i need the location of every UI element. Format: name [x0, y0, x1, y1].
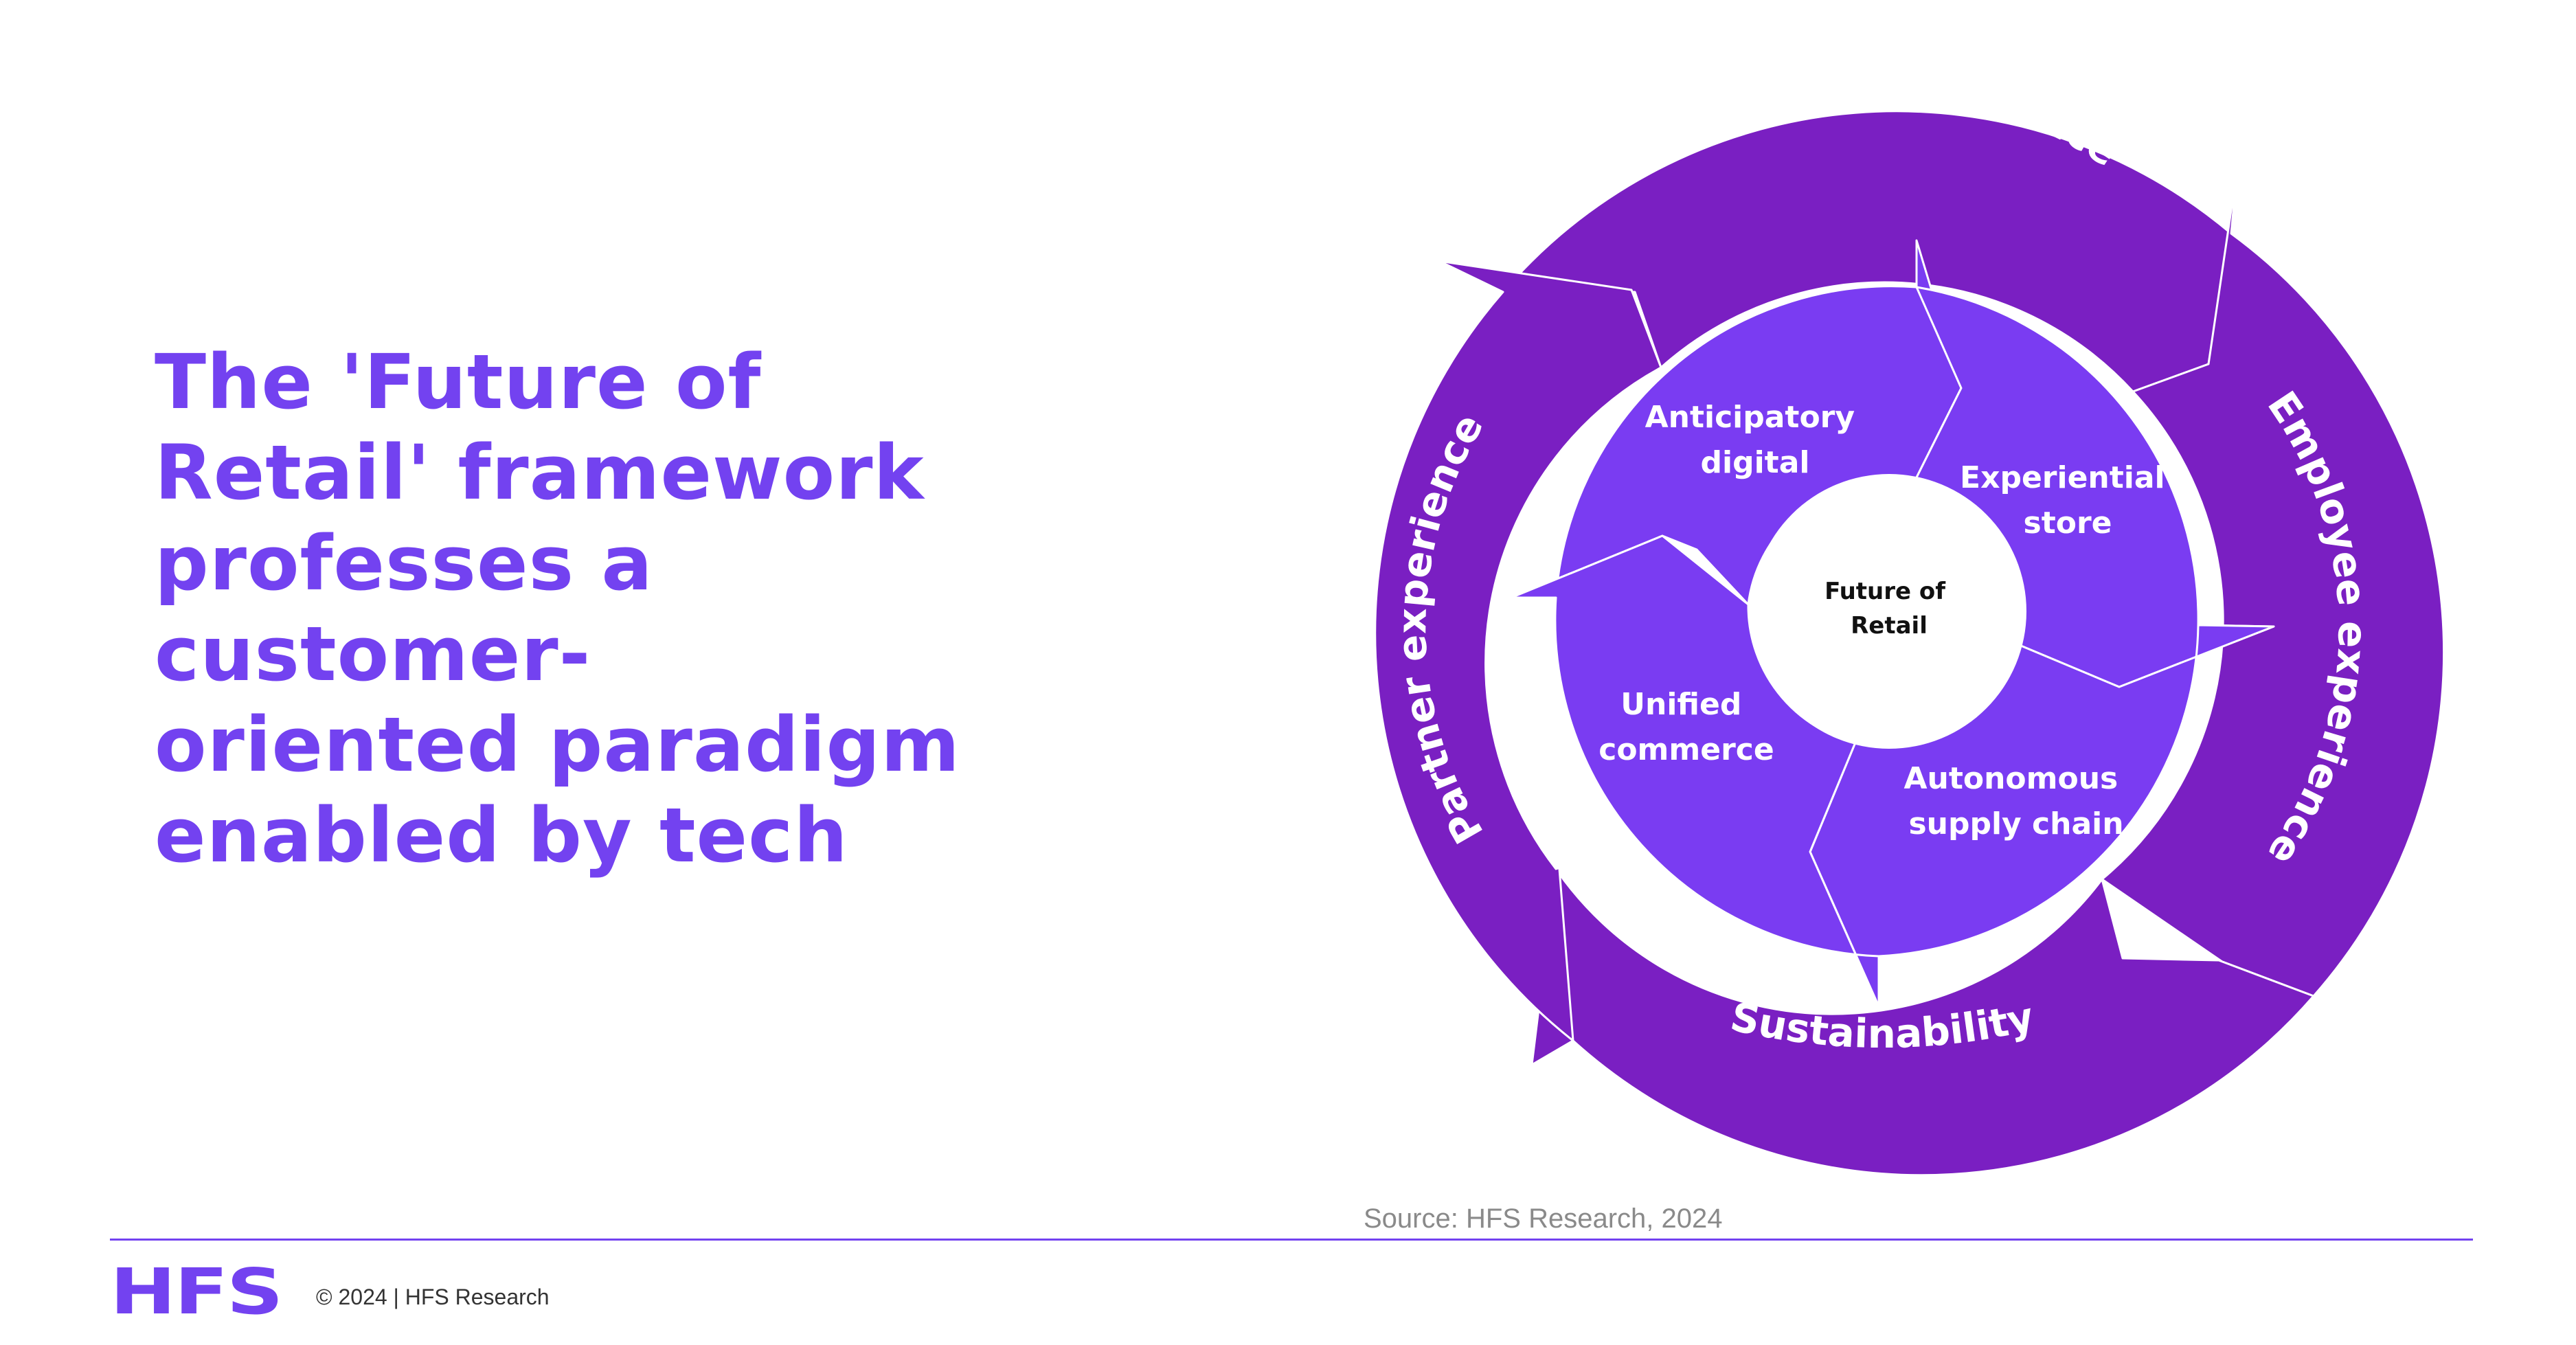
outer-segment-partner-experience [1374, 260, 1662, 1042]
inner-label-autonomous-supply-chain: Autonomous supply chain [1903, 761, 2128, 841]
outer-ring [1374, 110, 2445, 1177]
headline-line: oriented paradigm [155, 701, 960, 789]
outer-label-sustainability: Sustainability [1726, 993, 2037, 1057]
headline-line: professes a [155, 519, 653, 607]
outer-segment-employee-experience [2101, 167, 2445, 997]
headline-line: customer- [155, 610, 591, 698]
headline-line: Retail' framework [155, 429, 925, 517]
outer-segment-customer-experience [1502, 110, 2233, 393]
headline-line: enabled by tech [155, 791, 848, 879]
center-hub [1752, 474, 2026, 749]
inner-ring [1510, 239, 2275, 1008]
inner-label-anticipatory-digital: Anticipatory digital [1645, 400, 1866, 480]
source-note: Source: HFS Research, 2024 [1364, 1203, 1723, 1234]
headline: The 'Future of Retail' framework profess… [155, 337, 1185, 881]
inner-label-unified-commerce: Unified commerce [1598, 687, 1774, 767]
hfs-logo: HFS [110, 1255, 284, 1329]
inner-label-experiential-store: Experiential store [1960, 460, 2176, 541]
headline-line: The 'Future of [155, 338, 762, 426]
footer-divider [110, 1239, 2473, 1241]
copyright-text: © 2024 | HFS Research [316, 1285, 550, 1309]
center-label: Future of Retail [1824, 578, 1954, 640]
